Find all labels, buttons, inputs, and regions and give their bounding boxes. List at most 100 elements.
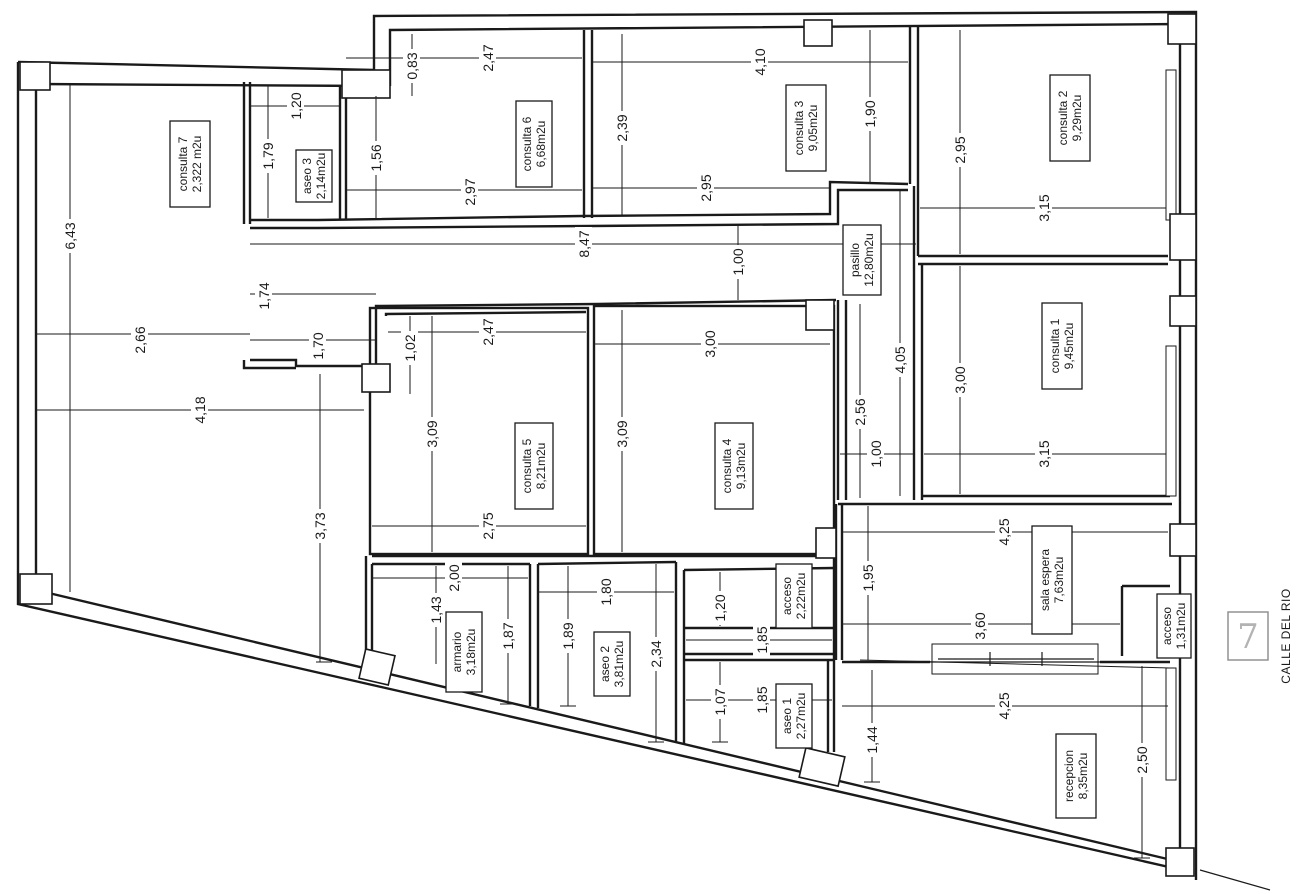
dimension-label-bg: [309, 329, 326, 363]
room-label-box: [714, 422, 754, 510]
dimension-label: 4,18: [191, 393, 208, 427]
dimension-value: 3,60: [972, 612, 988, 639]
room-area: 6,68m2u: [534, 121, 548, 168]
dimension-label-bg: [499, 619, 516, 653]
room-name: consulta 2: [1056, 90, 1070, 145]
dimension-label-bg: [711, 591, 728, 625]
dimension-label-bg: [851, 395, 868, 429]
dimension-label-bg: [191, 393, 208, 427]
dimension-label: 1,02: [401, 331, 418, 365]
dimension-value: 1,89: [560, 622, 576, 649]
dimension-label-bg: [575, 227, 592, 261]
dimension-label-bg: [971, 609, 988, 643]
street-name: CALLE DEL RIO: [1279, 588, 1293, 683]
room-name: consulta 7: [176, 136, 190, 191]
room-name: acceso: [780, 577, 794, 615]
room-area: 3,18m2u: [464, 629, 478, 676]
room-area: 9,29m2u: [1070, 95, 1084, 142]
street-marker: 7 CALLE DEL RIO: [1227, 588, 1293, 684]
dimension-label: 3,00: [701, 327, 718, 361]
dimension-value: 2,95: [698, 174, 714, 201]
dimension-label-bg: [891, 343, 908, 377]
room-name: armario: [450, 631, 464, 672]
dimension-label: 3,73: [311, 509, 328, 543]
room-label-box: [775, 563, 813, 629]
dimension-value: 1,20: [712, 594, 728, 621]
dimension-value: 2,50: [1134, 746, 1150, 773]
dimension-value: 1,44: [864, 726, 880, 753]
dimension-value: 4,25: [996, 692, 1012, 719]
dimension-label-bg: [61, 219, 78, 253]
dimension-label-bg: [597, 575, 614, 609]
dimension-value: 4,25: [996, 518, 1012, 545]
dimension-label-bg: [401, 331, 418, 365]
dimension-value: 1,87: [500, 622, 516, 649]
room-label-box: [785, 84, 827, 172]
dimension-label: 1,85: [753, 683, 770, 717]
dimension-value: 1,79: [260, 142, 276, 169]
room-area: 2,22m2u: [794, 573, 808, 620]
dimension-label: 3,15: [1035, 437, 1052, 471]
room-name: recepcion: [1062, 750, 1076, 802]
dimension-label: 1,20: [287, 89, 304, 123]
room-label-box: [169, 120, 211, 208]
dimension-label: 1,87: [499, 619, 516, 653]
dimension-label-bg: [995, 515, 1012, 549]
room-name: consulta 1: [1048, 318, 1062, 373]
dimension-value: 3,00: [952, 366, 968, 393]
dimension-label-bg: [729, 245, 746, 279]
dimension-label: 6,43: [61, 219, 78, 253]
street-number-box: [1227, 611, 1269, 661]
room-label-box: [1041, 302, 1083, 390]
dimension-value: 1,00: [730, 248, 746, 275]
room-area: 9,05m2u: [806, 105, 820, 152]
dimension-label-bg: [287, 89, 304, 123]
room-area: 2,322 m2u: [190, 136, 204, 193]
dimension-label: 2,34: [647, 637, 664, 671]
dimension-label: 1,85: [753, 623, 770, 657]
room-name: sala espera: [1038, 549, 1052, 611]
room-area: 9,45m2u: [1062, 323, 1076, 370]
dimension-label-bg: [461, 175, 478, 209]
dimension-value: 1,43: [428, 596, 444, 623]
dimension-label: 1,00: [867, 437, 884, 471]
dimension-label: 2,50: [1133, 743, 1150, 777]
dimension-label-bg: [613, 111, 630, 145]
dimension-value: 2,39: [614, 114, 630, 141]
dimension-value: 3,09: [424, 420, 440, 447]
room-name: consulta 6: [520, 116, 534, 171]
dimension-label: 1,89: [559, 619, 576, 653]
dimension-label-bg: [479, 41, 496, 75]
dimension-value: 4,05: [892, 346, 908, 373]
dimension-label: 1,43: [427, 593, 444, 627]
dimension-label-bg: [479, 509, 496, 543]
dimension-label-bg: [751, 45, 768, 79]
dimension-value: 2,97: [462, 178, 478, 205]
dimension-value: 4,18: [192, 396, 208, 423]
dimension-label-bg: [427, 593, 444, 627]
dimension-label: 2,95: [697, 171, 714, 205]
dimension-label-bg: [367, 141, 384, 175]
dimension-label-bg: [647, 637, 664, 671]
dimension-value: 2,56: [852, 398, 868, 425]
dimension-value: 2,95: [952, 136, 968, 163]
room-name: acceso: [1160, 607, 1174, 645]
dimension-label-bg: [445, 561, 462, 595]
dimension-value: 1,80: [598, 578, 614, 605]
room-label-box: [1031, 525, 1073, 635]
dimension-label-bg: [403, 49, 420, 83]
room-area: 8,21m2u: [534, 443, 548, 490]
dimension-value: 6,43: [62, 222, 78, 249]
dimension-value: 1,00: [868, 440, 884, 467]
